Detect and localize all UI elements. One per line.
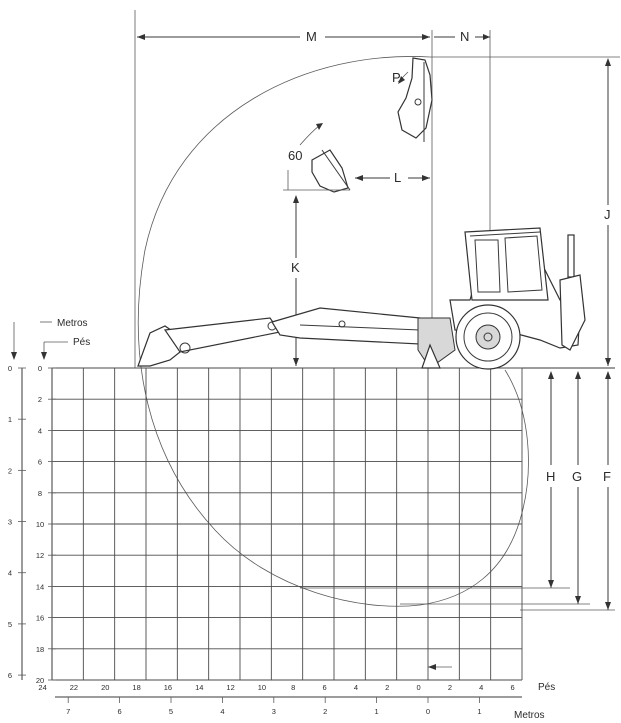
vertical-pes-tick-label: 4 <box>38 426 42 435</box>
horizontal-pes-tick-label: 4 <box>479 683 483 692</box>
horizontal-pes-tick-label: 22 <box>70 683 78 692</box>
bucket-raised-P: P <box>392 57 433 142</box>
vertical-metros-tick-label: 0 <box>8 364 12 373</box>
vertical-pes-tick-label: 14 <box>36 582 44 591</box>
horizontal-metros-tick-label: 1 <box>477 707 481 716</box>
backhoe-machine <box>137 227 586 370</box>
horizontal-pes-tick-label: 2 <box>385 683 389 692</box>
dimension-G: G <box>400 371 590 605</box>
dimension-H: H <box>300 371 570 589</box>
dimension-label-K: K <box>291 260 300 275</box>
dimension-label-H: H <box>546 469 555 484</box>
depth-grid <box>51 367 523 681</box>
horizontal-metros-tick-label: 2 <box>323 707 327 716</box>
vertical-metros-tick-label: 5 <box>8 620 12 629</box>
vertical-pes-tick-label: 10 <box>36 520 44 529</box>
bucket-angle-60: 60 <box>283 123 351 193</box>
dimension-N: N <box>434 29 490 44</box>
horizontal-pes-tick-label: 4 <box>354 683 358 692</box>
horizontal-metros-tick-label: 6 <box>118 707 122 716</box>
dimension-F: F <box>520 371 615 611</box>
vertical-pes-tick-label: 16 <box>36 614 44 623</box>
vertical-pes-tick-label: 0 <box>38 364 42 373</box>
horizontal-pes-tick-label: 16 <box>164 683 172 692</box>
horizontal-metros-tick-label: 0 <box>426 707 430 716</box>
horizontal-pes-tick-label: 8 <box>291 683 295 692</box>
vertical-pes-tick-label: 18 <box>36 645 44 654</box>
horizontal-pes-tick-label: 6 <box>323 683 327 692</box>
dimension-label-J: J <box>604 207 611 222</box>
vertical-pes-tick-label: 6 <box>38 458 42 467</box>
horizontal-metros-tick-label: 3 <box>272 707 276 716</box>
horizontal-pes-tick-label: 6 <box>511 683 515 692</box>
dimension-label-F: F <box>603 469 611 484</box>
horizontal-pes-tick-label: 18 <box>132 683 140 692</box>
horizontal-pes-tick-label: 10 <box>258 683 266 692</box>
dimension-J: J <box>430 56 620 366</box>
horizontal-metros-tick-label: 7 <box>66 707 70 716</box>
horizontal-metros-tick-label: 1 <box>375 707 379 716</box>
vertical-metros-tick-label: 6 <box>8 671 12 680</box>
vertical-pes-tick-label: 20 <box>36 676 44 685</box>
horizontal-pes-tick-label: 14 <box>195 683 203 692</box>
dimension-label-G: G <box>572 469 582 484</box>
horizontal-metros-tick-label: 5 <box>169 707 173 716</box>
dimension-label-P: P <box>392 70 401 85</box>
horizontal-pes-tick-label: 24 <box>38 683 46 692</box>
vertical-pes-tick-label: 8 <box>38 489 42 498</box>
horizontal-pes-tick-label: 0 <box>417 683 421 692</box>
horizontal-metros-tick-label: 4 <box>220 707 224 716</box>
angle-label-60: 60 <box>288 148 302 163</box>
vertical-metros-tick-label: 4 <box>8 569 12 578</box>
vertical-metros-tick-label: 2 <box>8 466 12 475</box>
dimension-label-M: M <box>306 29 317 44</box>
vertical-metros-tick-label: 1 <box>8 415 12 424</box>
dimension-label-N: N <box>460 29 469 44</box>
vertical-pes-tick-label: 12 <box>36 551 44 560</box>
horizontal-pes-tick-label: 2 <box>448 683 452 692</box>
dimension-K: K <box>291 195 300 366</box>
reach-envelope-arc <box>137 56 529 607</box>
vertical-metros-tick-label: 3 <box>8 518 12 527</box>
vertical-metros-label: Metros <box>57 318 88 329</box>
dimension-L: L <box>355 170 430 185</box>
vertical-pes-label: Pés <box>73 337 90 348</box>
horizontal-metros-label: Metros <box>514 710 545 721</box>
dimension-M: M <box>137 29 430 44</box>
horizontal-pes-label: Pés <box>538 682 555 693</box>
horizontal-pes-tick-label: 20 <box>101 683 109 692</box>
vertical-pes-tick-label: 2 <box>38 395 42 404</box>
dimension-label-L: L <box>394 170 401 185</box>
horizontal-pes-tick-label: 12 <box>226 683 234 692</box>
